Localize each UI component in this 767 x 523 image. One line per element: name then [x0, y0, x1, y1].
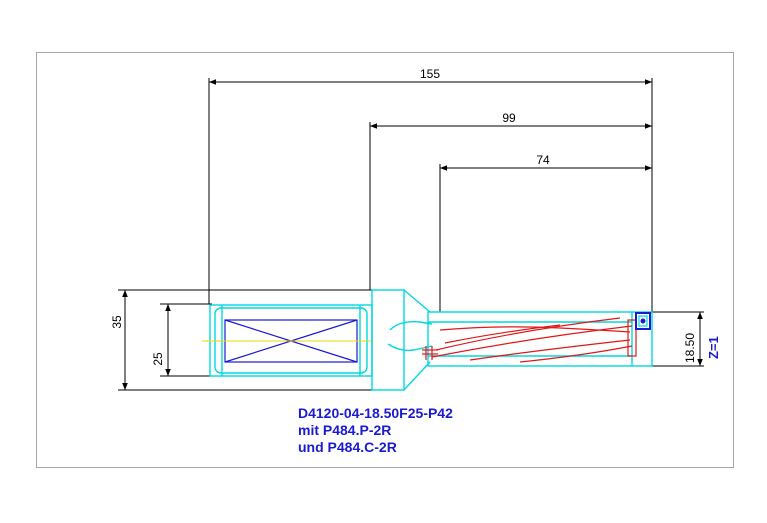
flute-curve — [469, 339, 631, 361]
caption-part-number: D4120-04-18.50F25-P42 — [298, 405, 453, 421]
cutting-insert — [635, 312, 651, 330]
tool-shank — [202, 304, 373, 377]
dimension-shank-diameter: 25 — [151, 303, 212, 377]
flute-curve — [435, 317, 621, 351]
tool-flange — [371, 289, 433, 391]
dimension-drill-diameter: 18.50 — [652, 311, 704, 367]
dim-label-35: 35 — [110, 315, 124, 329]
part-caption: D4120-04-18.50F25-P42 mit P484.P-2R und … — [298, 405, 453, 456]
teeth-count-label: Z=1 — [706, 336, 721, 359]
caption-insert-2: und P484.C-2R — [298, 439, 397, 455]
dimension-overall-length: 155 — [208, 67, 653, 312]
dim-label-155: 155 — [420, 67, 440, 81]
drawing-frame — [36, 52, 734, 468]
insert-screw-icon — [640, 318, 646, 324]
caption-insert-1: mit P484.P-2R — [298, 422, 392, 438]
dimension-flute-length: 74 — [439, 153, 652, 312]
dim-label-18-50: 18.50 — [683, 333, 697, 363]
dim-label-25: 25 — [151, 352, 165, 366]
dim-label-74: 74 — [536, 153, 550, 167]
flute-curve — [519, 345, 633, 363]
dimension-flange-length: 99 — [369, 111, 652, 290]
flute-curve — [431, 325, 633, 358]
tool-flute-body — [422, 311, 653, 367]
dim-label-99: 99 — [502, 111, 516, 125]
flute-curve — [444, 324, 561, 344]
flute-curve — [439, 326, 631, 333]
dimension-flange-diameter: 35 — [110, 289, 372, 391]
